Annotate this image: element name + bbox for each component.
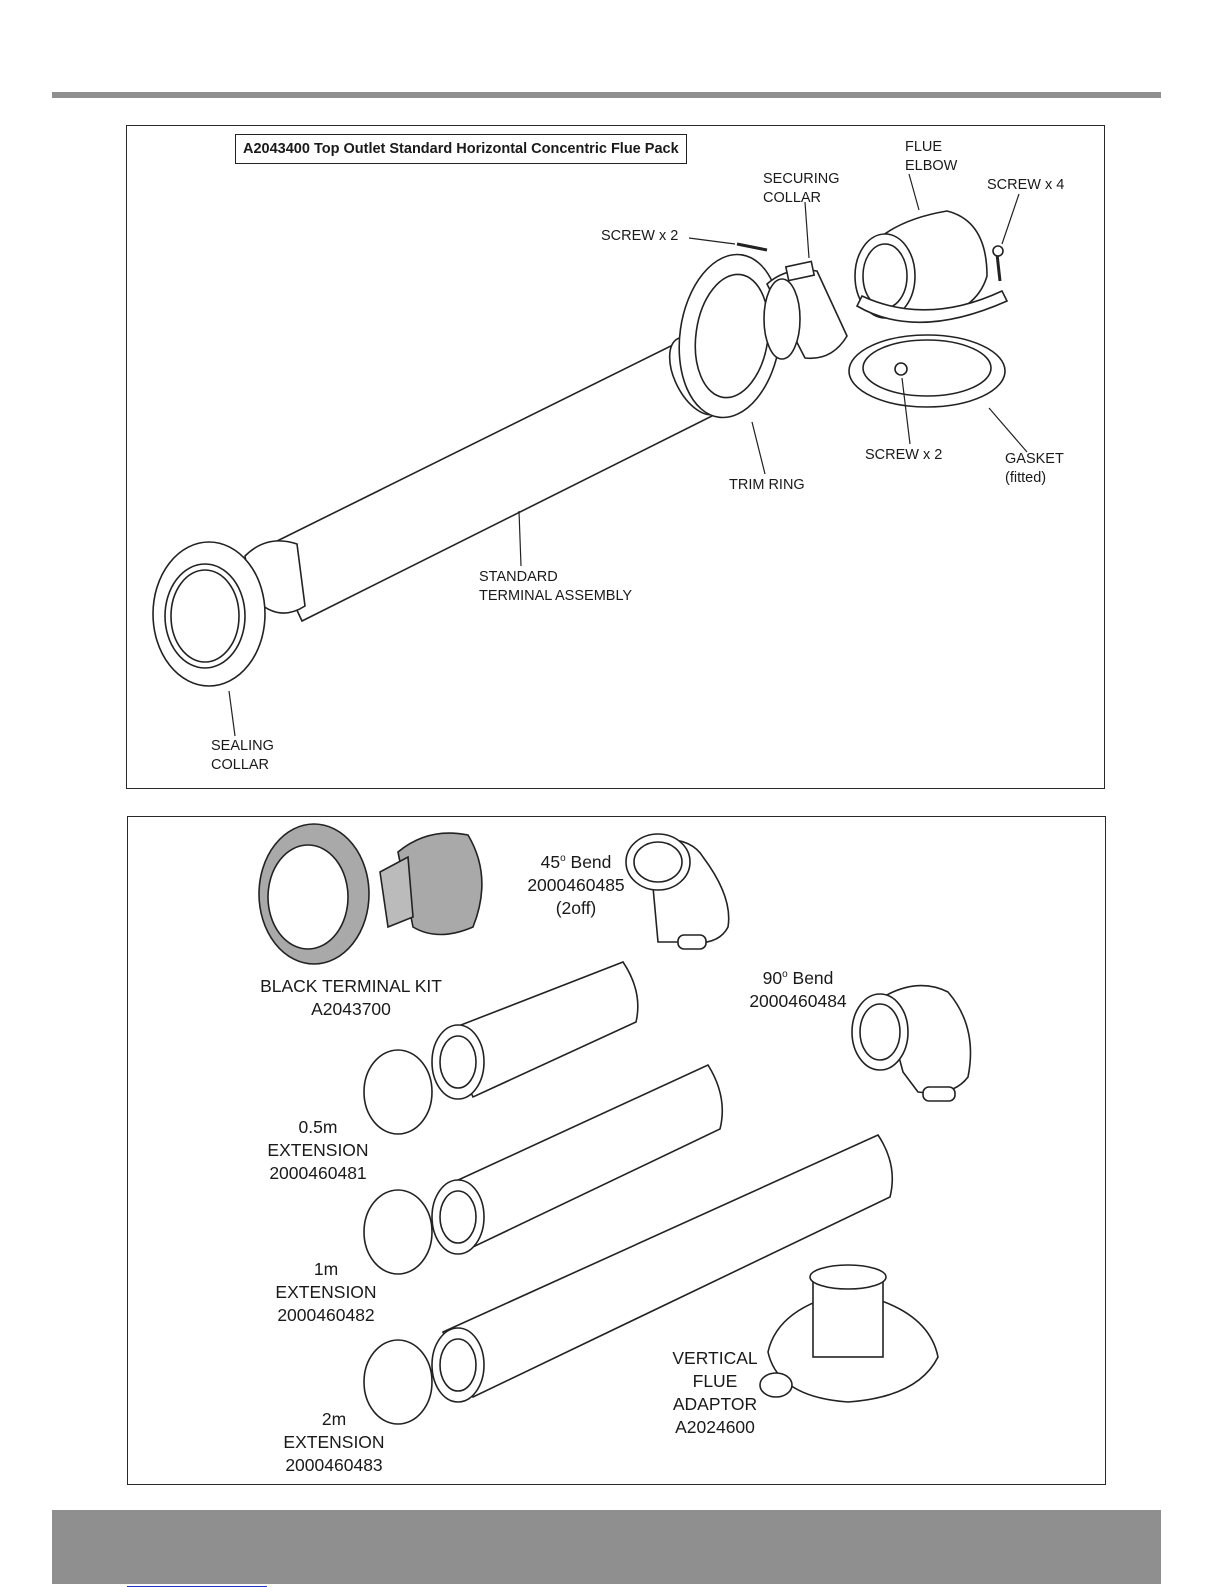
header-rule bbox=[52, 92, 1161, 98]
label-bend-45: 45o Bend 2000460485 (2off) bbox=[527, 851, 625, 918]
label-screw-x2-top: SCREW x 2 bbox=[601, 228, 679, 244]
extension-2m bbox=[441, 1133, 894, 1399]
accessories-drawing bbox=[258, 823, 972, 1425]
label-bend-90: 90o Bend 2000460484 bbox=[749, 967, 847, 1011]
label-screw-x2-bottom: SCREW x 2 bbox=[865, 447, 943, 463]
footer-bar bbox=[52, 1510, 1161, 1587]
flue-pack-drawing bbox=[152, 173, 1028, 737]
extension-05m bbox=[441, 961, 639, 1099]
label-trim-ring: TRIM RING bbox=[729, 477, 805, 493]
pack-title: A2043400 Top Outlet Standard Horizontal … bbox=[235, 134, 687, 164]
accessories-diagram: 45o Bend 2000460485 (2off) 90o Bend 2000… bbox=[127, 816, 1106, 1485]
label-screw-x4: SCREW x 4 bbox=[987, 177, 1065, 193]
label-gasket: GASKET(fitted) bbox=[1005, 451, 1064, 486]
flue-pack-diagram: A2043400 Top Outlet Standard Horizontal … bbox=[126, 125, 1105, 789]
extension-1m bbox=[441, 1063, 724, 1249]
